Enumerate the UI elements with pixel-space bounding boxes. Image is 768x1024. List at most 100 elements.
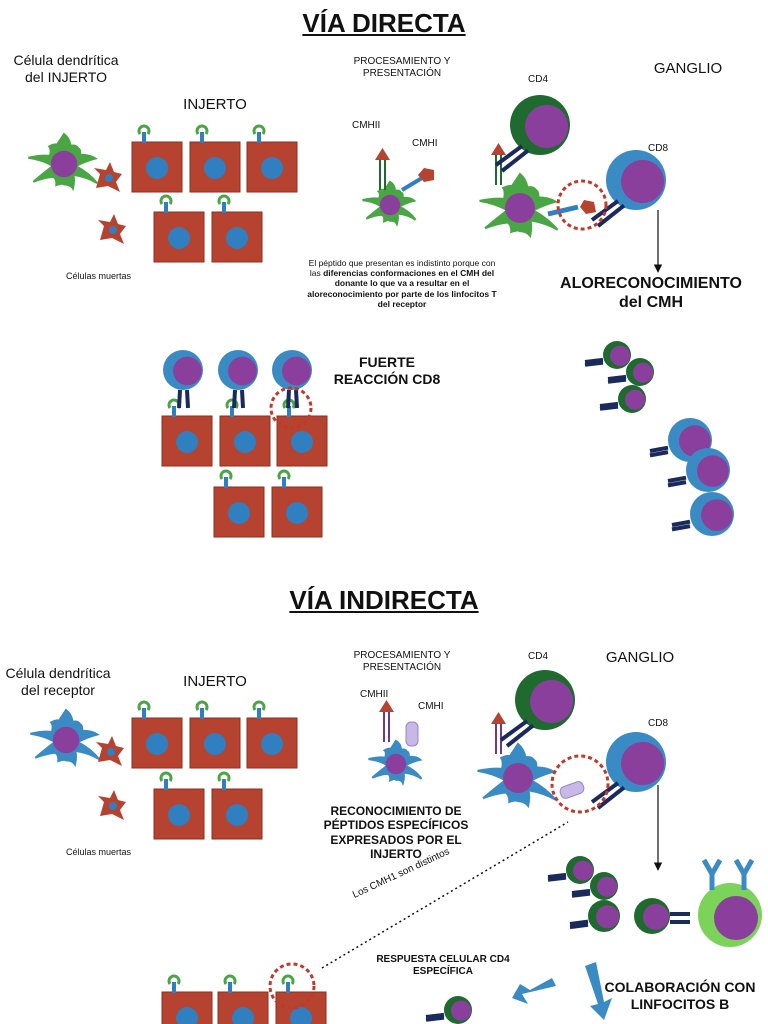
tcr-receptor	[671, 519, 691, 527]
cd8-lymphocyte	[671, 492, 734, 536]
lymphocyte-nucleus	[573, 860, 594, 881]
cd4-lymphocyte	[425, 996, 472, 1024]
graft-cell-nucleus	[204, 733, 226, 755]
mhc-head	[252, 700, 266, 711]
direct-cd8-reaction-label: FUERTE REACCIÓN CD8	[333, 354, 441, 387]
cd4-lymphocyte	[547, 856, 594, 884]
mhc-stem	[257, 708, 261, 719]
mhc-head	[277, 469, 291, 480]
direct-note-part-2: diferencias conformaciones en el CMH del…	[307, 268, 497, 309]
cd8-lymphocyte	[218, 350, 258, 409]
tcr-receptor	[590, 199, 620, 222]
graft-cell	[211, 194, 263, 263]
graft-cell-nucleus	[234, 431, 256, 453]
mhc-stem	[224, 477, 228, 488]
mhc-stem	[172, 982, 176, 993]
tcr-receptor	[494, 144, 524, 167]
tcr-receptor	[607, 377, 627, 384]
dead-cell-fragment	[109, 802, 117, 810]
graft-cell-nucleus	[146, 733, 168, 755]
direct-title: VÍA DIRECTA	[302, 8, 466, 38]
graft-cell-nucleus	[261, 733, 283, 755]
mhc-i-molecule	[400, 176, 424, 192]
mhc-head	[195, 700, 209, 711]
cd8-lymphocyte	[667, 448, 730, 492]
tcr-receptor	[499, 719, 529, 742]
indirect-title: VÍA INDIRECTA	[289, 585, 479, 615]
tcr-receptor	[596, 203, 626, 228]
graft-cell	[211, 771, 263, 840]
mhc-ii-molecule	[379, 700, 394, 742]
recipient-dendritic-cell	[30, 708, 100, 768]
mhc-i-molecule	[405, 721, 419, 747]
lymphocyte-nucleus	[621, 741, 665, 786]
indirect-peptide-recognition-label: RECONOCIMIENTO DE PÉPTIDOS ESPECÍFICOS E…	[323, 804, 469, 862]
lymphocyte-nucleus	[596, 905, 620, 929]
graft-cell-nucleus	[232, 1007, 254, 1024]
graft-cell	[189, 124, 241, 193]
direct-graft-label: INJERTO	[183, 96, 247, 113]
indirect-cd8-label: CD8	[648, 718, 669, 729]
mhc-stem	[257, 132, 261, 143]
mhc-antigen	[491, 143, 506, 155]
highlight-circle	[269, 386, 313, 430]
dead-cell	[94, 162, 122, 192]
graft-cell-nucleus	[261, 157, 283, 179]
graft-cell	[275, 974, 327, 1024]
peptide-antigen	[418, 168, 434, 182]
antibody-icon	[733, 858, 755, 890]
lymphocyte-nucleus	[633, 362, 654, 383]
indirect-mhc2-label: CMHII	[360, 689, 389, 700]
tcr-receptor	[599, 401, 619, 408]
dead-cell	[96, 736, 124, 766]
mhc-stem	[164, 202, 168, 213]
mhc-stem	[172, 406, 176, 417]
mhc-head	[159, 194, 173, 205]
mhc-stem	[228, 982, 232, 993]
tcr-receptor	[547, 875, 567, 882]
direct-cd8-label: CD8	[648, 143, 669, 154]
tcr-receptor	[596, 785, 626, 810]
indirect-cd4-label: CD4	[528, 651, 549, 662]
tcr-receptor	[185, 389, 190, 409]
graft-cell-nucleus	[290, 1007, 312, 1024]
mhc-head	[219, 469, 233, 480]
graft-cell-nucleus	[204, 157, 226, 179]
graft-cell	[271, 469, 323, 538]
graft-cell-nucleus	[291, 431, 313, 453]
graft-cell-nucleus	[228, 502, 250, 524]
dendritic-cell-nucleus	[505, 193, 535, 223]
graft-cell	[276, 398, 328, 467]
mhc-stem	[142, 132, 146, 143]
graft-cell-nucleus	[286, 502, 308, 524]
indirect-graft-label: INJERTO	[183, 673, 247, 690]
graft-cell	[131, 700, 183, 769]
tcr-receptor	[547, 872, 567, 879]
tcr-receptor	[569, 919, 589, 926]
indirect-mhc1-label: CMHI	[418, 701, 444, 712]
mhc-stem	[164, 779, 168, 790]
cd4-lymphocyte	[634, 898, 670, 934]
lymphocyte-nucleus	[610, 345, 631, 366]
mhc-ii-molecule	[375, 148, 390, 190]
cd8-lymphocyte	[590, 732, 666, 810]
highlight-circle	[556, 179, 608, 231]
tcr-receptor	[584, 357, 604, 364]
lymphocyte-nucleus	[625, 389, 646, 410]
tcr-receptor	[571, 891, 591, 898]
graft-cell-nucleus	[176, 1007, 198, 1024]
tcr-receptor	[177, 389, 182, 409]
dead-cell-fragment	[109, 226, 117, 234]
processing-dendritic-cell	[362, 180, 417, 228]
graft-cell	[161, 974, 213, 1024]
dead-cell-fragment	[105, 174, 113, 182]
cd8-lymphocyte	[590, 150, 666, 228]
mhc-head	[137, 124, 151, 135]
lymphocyte-nucleus	[701, 499, 733, 531]
mhc-head	[167, 974, 181, 985]
mhc-head	[225, 398, 239, 409]
cd4-lymphocyte	[494, 95, 570, 173]
mhc-head	[159, 771, 173, 782]
mhc-head	[281, 974, 295, 985]
